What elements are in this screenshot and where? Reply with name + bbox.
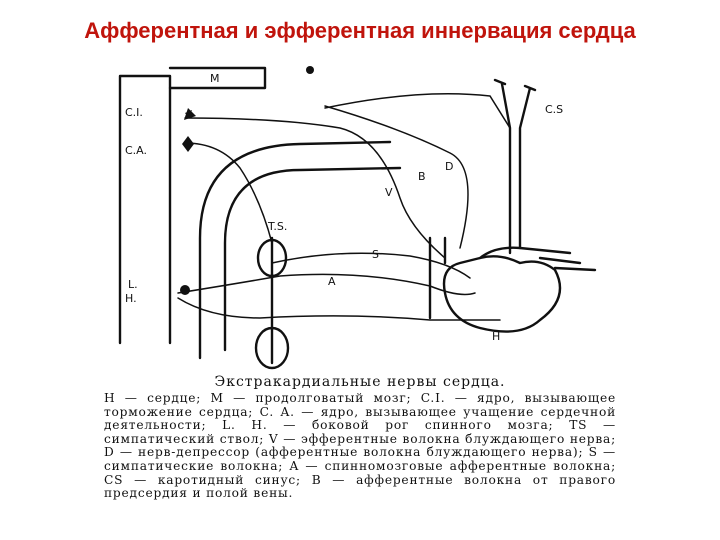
nucleus-ca	[182, 136, 194, 152]
caption-heading: Экстракардиальные нервы сердца.	[214, 374, 506, 390]
label-ts: T.S.	[267, 220, 287, 233]
heart-vessels	[428, 236, 597, 320]
aortic-arch-vessel	[198, 140, 402, 360]
spinal-afferent-fibres	[177, 273, 476, 296]
afferent-b-fibres	[324, 92, 511, 129]
slide-title: Афферентная и эфферентная иннервация сер…	[84, 18, 636, 43]
label-ca: C.A.	[125, 144, 147, 157]
label-s: S	[372, 248, 379, 261]
caption-text: H — сердце; M — продолговатый мозг; C.I.…	[104, 391, 616, 501]
carotid-vessel	[493, 78, 537, 255]
label-d: D	[445, 160, 453, 173]
medulla-dot	[306, 66, 314, 74]
ganglion-lower	[254, 326, 290, 370]
sympathetic-fibres	[271, 252, 471, 279]
label-b: B	[418, 170, 426, 183]
lower-fibres	[177, 297, 501, 321]
ganglion-upper	[256, 238, 288, 278]
label-ci: C.I.	[125, 106, 143, 119]
heart-innervation-diagram: M C.I. C.A. C.S D B V T.S. S A L. H. H	[118, 66, 597, 370]
spinal-cord-outline	[118, 74, 172, 345]
nucleus-ci	[184, 108, 196, 120]
label-l: L.	[128, 278, 138, 291]
label-m: M	[210, 72, 220, 85]
label-v: V	[385, 186, 393, 199]
figure-caption: Экстракардиальные нервы сердца. H — серд…	[104, 374, 616, 501]
label-h: H	[492, 330, 500, 343]
vagus-efferent-fibres	[184, 117, 446, 259]
label-a: A	[328, 275, 336, 288]
medulla-box	[168, 66, 267, 90]
nucleus-lh	[180, 285, 190, 295]
label-cs: C.S	[545, 103, 563, 116]
heart-outline	[442, 255, 562, 333]
depressor-nerve	[324, 105, 469, 249]
ca-fibres	[184, 142, 273, 244]
label-h-small: H.	[125, 292, 137, 305]
